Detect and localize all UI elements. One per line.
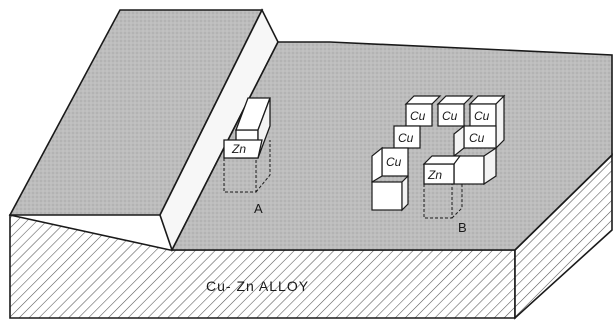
svg-text:Cu: Cu <box>410 109 426 123</box>
site-a-label: A <box>254 201 263 216</box>
site-b-label: B <box>458 220 467 235</box>
cu-atom: Cu <box>394 126 420 148</box>
zn-atom-b: Zn <box>424 156 460 184</box>
svg-text:Cu: Cu <box>398 131 414 145</box>
zn-label-a: Zn <box>231 142 246 156</box>
zn-atom-a: Zn <box>224 140 262 158</box>
svg-text:Cu: Cu <box>442 109 458 123</box>
svg-text:Cu: Cu <box>469 131 485 145</box>
svg-text:Cu: Cu <box>474 109 490 123</box>
svg-text:Cu: Cu <box>386 155 402 169</box>
terraces <box>10 10 612 250</box>
zn-label-b: Zn <box>427 168 442 182</box>
alloy-label: Cu- Zn ALLOY <box>206 278 309 294</box>
